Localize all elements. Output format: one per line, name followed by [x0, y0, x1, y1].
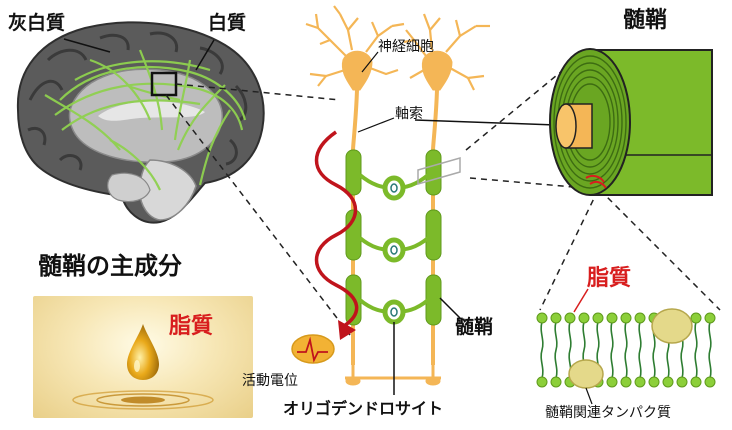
protein-pointer [586, 388, 592, 404]
action-potential-label: 活動電位 [242, 374, 298, 388]
action-potential-icon [292, 335, 334, 363]
myelin-side-label: 髄鞘 [455, 318, 493, 337]
oligodendrocyte-label: オリゴデンドロサイト [283, 401, 443, 417]
lipid-pointer [574, 289, 588, 312]
axon-terminals [345, 365, 441, 384]
myelin-protein-label: 髄鞘関連タンパク質 [545, 406, 671, 420]
lipid-oil-label: 脂質 [169, 316, 213, 338]
myelin-title-label: 髄鞘 [623, 10, 667, 32]
gray-matter-label: 灰白質 [8, 14, 65, 33]
axon-pointer-left [358, 118, 394, 132]
axon-label: 軸索 [395, 107, 423, 121]
myelin-side-pointer [440, 298, 460, 318]
white-matter-label: 白質 [208, 14, 246, 33]
myelin-cylinder [550, 49, 712, 195]
lipid-oil-image: 脂質 [33, 296, 253, 418]
lipid-bilayer [537, 309, 715, 388]
brain-illustration [18, 22, 264, 222]
main-component-heading: 髄鞘の主成分 [38, 254, 182, 278]
oil-droplet-icon [33, 296, 253, 418]
oligodendrocyte-nuclei [391, 184, 397, 316]
lipid-membrane-label: 脂質 [587, 268, 631, 290]
neuron-label: 神経細胞 [378, 40, 434, 54]
